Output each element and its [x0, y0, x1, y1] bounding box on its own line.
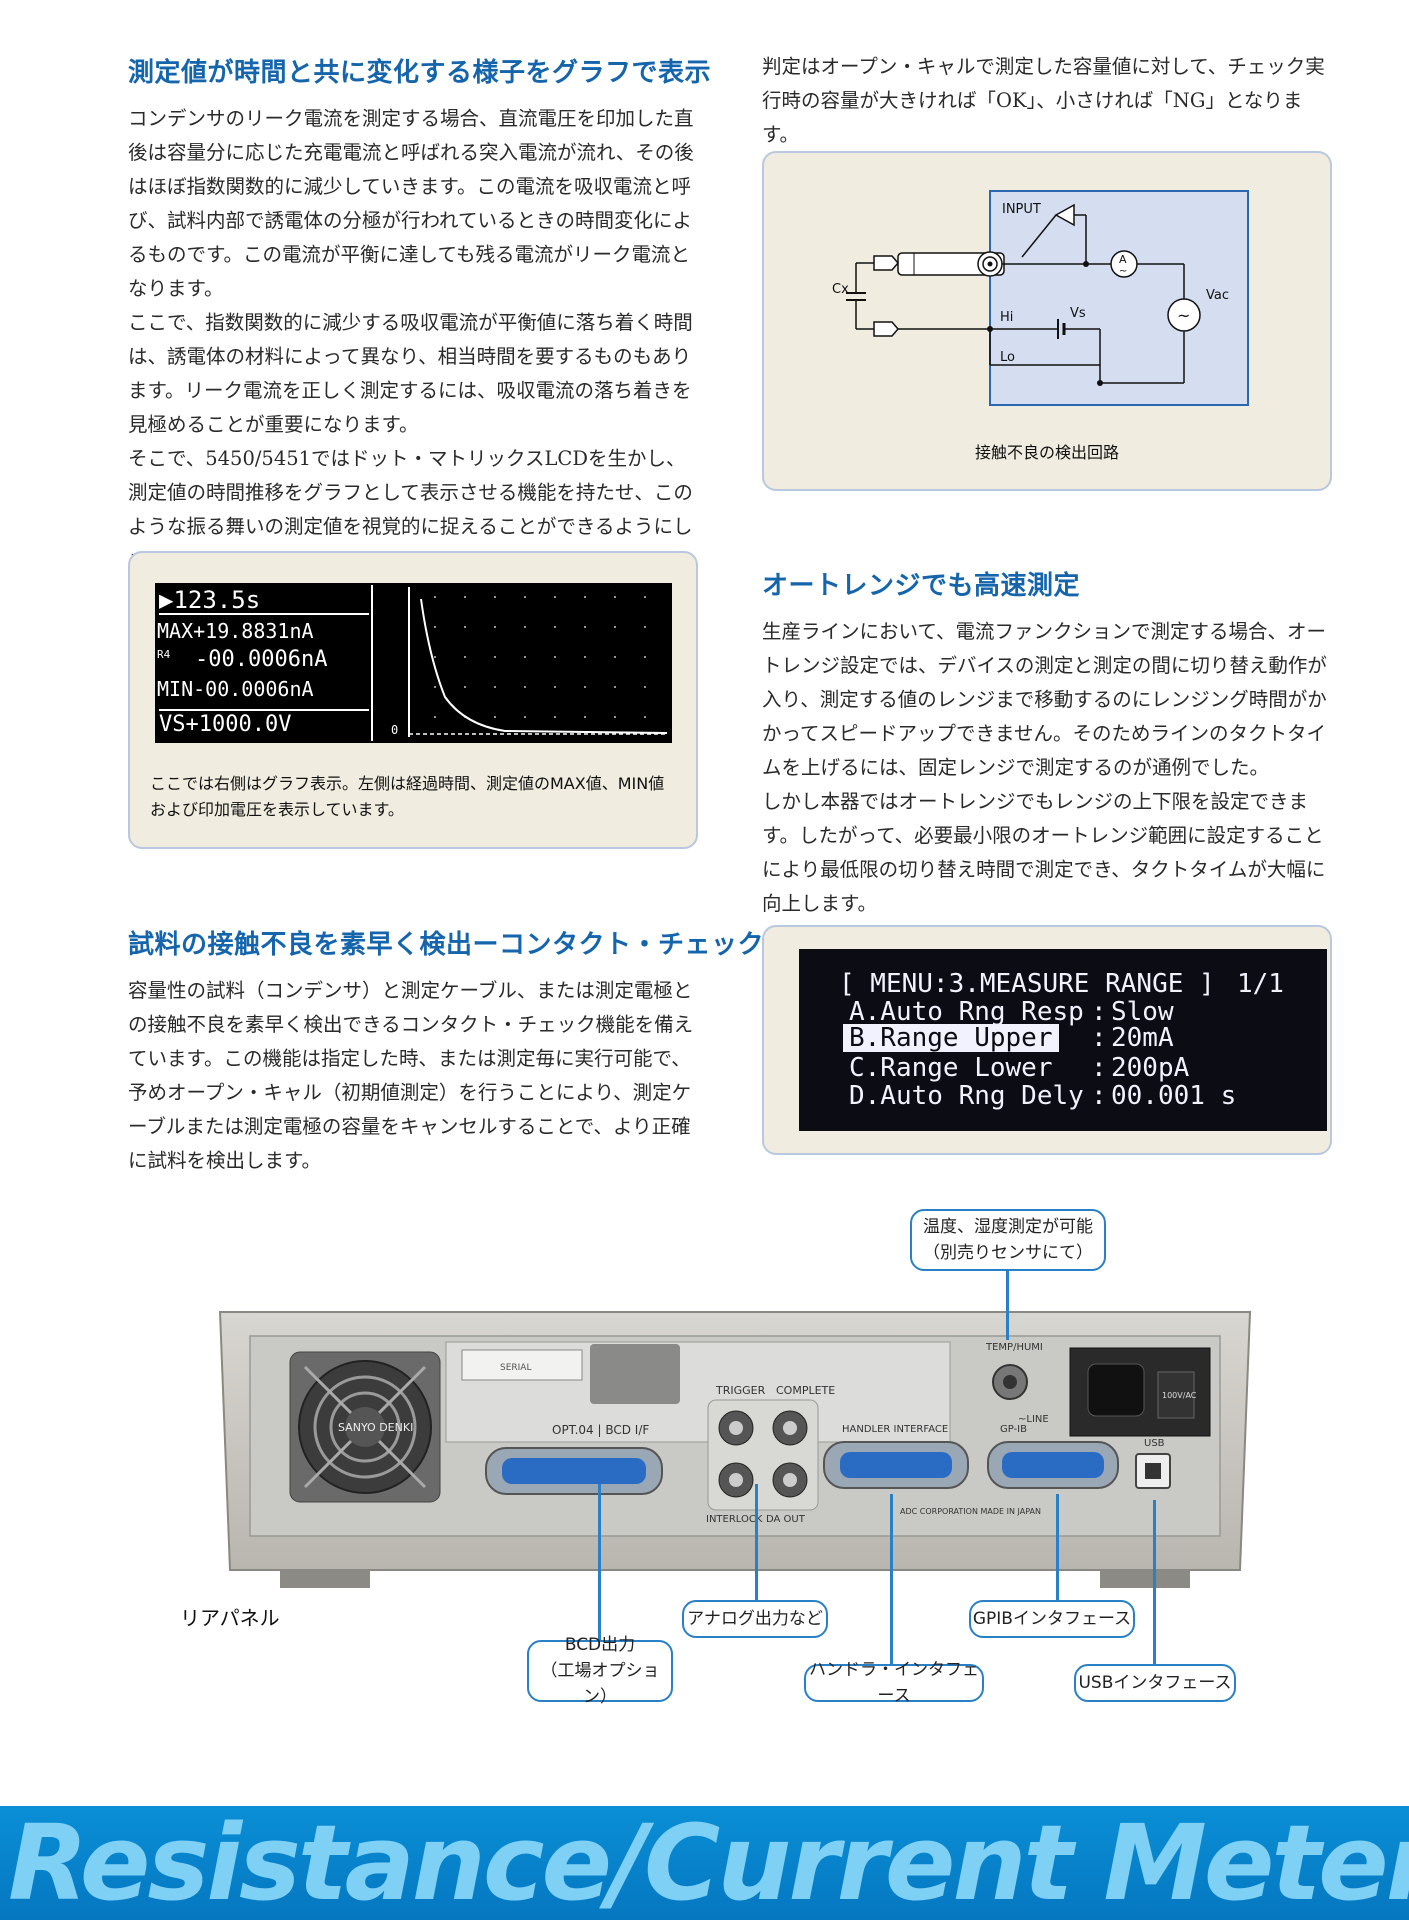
- circuit-cx-label: Cx: [832, 282, 849, 297]
- callout-line-bcd: [598, 1484, 601, 1644]
- banner-title: Resistance/Current Meter: [8, 1806, 1409, 1920]
- lcd-elapsed-time: ▶123.5s: [159, 587, 369, 615]
- callout-bcd-line2: （工場オプション）: [540, 1661, 660, 1707]
- lcd-range-label: R4: [157, 648, 171, 661]
- autorange-paragraph-1: 生産ラインにおいて、電流ファンクションで測定する場合、オートレンジ設定では、デバ…: [762, 620, 1327, 779]
- circuit-caption: 接触不良の検出回路: [974, 443, 1119, 462]
- temp-label: TEMP/HUMI: [985, 1342, 1043, 1353]
- menu-row-auto-rng-dely-value: 00.001 s: [1111, 1081, 1237, 1111]
- autorange-paragraph-2: しかし本器ではオートレンジでもレンジの上下限を設定できます。したがって、必要最小…: [762, 790, 1326, 915]
- svg-text:A: A: [1119, 253, 1127, 266]
- usb-label: USB: [1144, 1438, 1165, 1449]
- menu-row-auto-rng-resp-value: Slow: [1111, 997, 1174, 1027]
- serial-label: SERIAL: [500, 1363, 531, 1373]
- callout-temp-line2: （別売りセンサにて）: [923, 1243, 1093, 1263]
- instrument-box: [989, 190, 1249, 406]
- callout-bcd-line1: BCD出力: [564, 1635, 636, 1655]
- callout-line-analog: [755, 1484, 758, 1608]
- complete-label: COMPLETE: [776, 1384, 835, 1397]
- trigger-label: TRIGGER: [715, 1384, 766, 1397]
- callout-temp-line1: 温度、湿度測定が可能: [923, 1217, 1093, 1237]
- callout-line-temp: [1006, 1268, 1009, 1340]
- lcd-graph-screen: ▶123.5s MAX+19.8831nA R4 -00.0006nA MIN-…: [155, 583, 672, 743]
- menu-row-range-lower-value: 200pA: [1111, 1053, 1190, 1083]
- callout-usb: USBインタフェース: [1074, 1664, 1236, 1702]
- judgement-paragraph: 判定はオープン・キャルで測定した容量値に対して、チェック実行時の容量が大きければ…: [762, 55, 1325, 146]
- handler-label: HANDLER INTERFACE: [842, 1424, 948, 1435]
- lcd-applied-voltage: VS+1000.0V: [159, 709, 369, 739]
- interlock-label: INTERLOCK: [706, 1514, 763, 1525]
- menu-lcd-panel: [ MENU:3.MEASURE RANGE ] 1/1 A.Auto Rng …: [762, 925, 1332, 1155]
- autorange-body: 生産ラインにおいて、電流ファンクションで測定する場合、オートレンジ設定では、デバ…: [762, 615, 1332, 921]
- contact-check-paragraph: 容量性の試料（コンデンサ）と測定ケーブル、または測定電極との接触不良を素早く検出…: [128, 979, 694, 1172]
- heading-contact-check: 試料の接触不良を素早く検出ーコンタクト・チェック機能: [128, 930, 818, 960]
- lcd-min-value: MIN-00.0006nA: [157, 677, 314, 701]
- menu-row-auto-rng-resp-sep: :: [1091, 997, 1107, 1027]
- maker-label: ADC CORPORATION MADE IN JAPAN: [900, 1507, 1041, 1516]
- opt-bcd-label: OPT.04 | BCD I/F: [552, 1423, 649, 1437]
- menu-row-range-upper-sep: :: [1091, 1023, 1107, 1053]
- menu-row-auto-rng-dely-sep: :: [1091, 1081, 1107, 1111]
- heading-graph: 測定値が時間と共に変化する様子をグラフで表示: [128, 58, 712, 88]
- gpib-label: GP-IB: [1000, 1424, 1027, 1435]
- voltage-switch-label: 100V/AC: [1162, 1391, 1197, 1400]
- lcd-max-value: MAX+19.8831nA: [157, 619, 314, 643]
- callout-bcd: BCD出力 （工場オプション）: [527, 1635, 673, 1707]
- callout-handler: ハンドラ・インタフェース: [804, 1660, 984, 1706]
- menu-lcd-title: [ MENU:3.MEASURE RANGE ]: [839, 969, 1215, 999]
- circuit-vac-label: Vac: [1206, 288, 1229, 303]
- lcd-divider: [371, 585, 373, 741]
- lcd-current-value: -00.0006nA: [195, 647, 328, 672]
- probe-hi: [873, 255, 899, 271]
- callout-line-usb: [1153, 1500, 1156, 1666]
- circuit-panel: INPUT A ~ ~ Vac Cx: [762, 151, 1332, 491]
- probe-lo: [873, 321, 899, 337]
- graph-paragraph-1: コンデンサのリーク電流を測定する場合、直流電圧を印加した直後は容量分に応じた充電…: [128, 107, 694, 300]
- contact-check-circuit: INPUT A ~ ~ Vac Cx: [832, 190, 1249, 406]
- heading-autorange: オートレンジでも高速測定: [762, 571, 1081, 601]
- menu-lcd-page: 1/1: [1237, 969, 1284, 999]
- svg-text:~: ~: [1177, 306, 1190, 325]
- lcd-zero-label: 0: [391, 723, 399, 737]
- circuit-lo-label: Lo: [1000, 350, 1015, 365]
- lcd-decay-graph: [408, 587, 668, 737]
- circuit-hi-label: Hi: [1000, 310, 1013, 325]
- lcd-graph-panel: ▶123.5s MAX+19.8831nA R4 -00.0006nA MIN-…: [128, 551, 698, 849]
- callout-gpib: GPIBインタフェース: [969, 1600, 1135, 1638]
- menu-lcd-screen: [ MENU:3.MEASURE RANGE ] 1/1 A.Auto Rng …: [799, 949, 1327, 1131]
- line-label: ~LINE: [1018, 1414, 1049, 1425]
- vent-grille: [590, 1344, 680, 1404]
- graph-paragraph-2: ここで、指数関数的に減少する吸収電流が平衡値に落ち着く時間は、誘電体の材料によっ…: [128, 311, 693, 436]
- lcd-grid-dots: [434, 596, 646, 718]
- rear-panel-title: リアパネル: [180, 1606, 280, 1630]
- callout-analog: アナログ出力など: [682, 1600, 828, 1638]
- fan-brand-text: SANYO DENKI: [338, 1421, 413, 1434]
- callout-temp: 温度、湿度測定が可能 （別売りセンサにて）: [910, 1209, 1106, 1271]
- rear-panel-illustration: SANYO DENKI SERIAL OPT.04 | BCD I/F TRIG…: [218, 1311, 1252, 1588]
- graph-body: コンデンサのリーク電流を測定する場合、直流電圧を印加した直後は容量分に応じた充電…: [128, 102, 696, 578]
- circuit-vs-label: Vs: [1070, 306, 1086, 321]
- menu-row-range-upper-value: 20mA: [1111, 1023, 1174, 1053]
- menu-row-auto-rng-resp-label: A.Auto Rng Resp: [849, 997, 1084, 1027]
- lcd-graph-caption: ここでは右側はグラフ表示。左側は経過時間、測定値のMAX値、MIN値および印加電…: [150, 774, 665, 819]
- menu-row-range-lower-label: C.Range Lower: [849, 1053, 1053, 1083]
- circuit-input-label: INPUT: [1002, 202, 1041, 217]
- product-banner: Resistance/Current Meter: [0, 1806, 1409, 1920]
- callout-line-handler: [890, 1494, 893, 1666]
- daout-label: DA OUT: [766, 1514, 806, 1525]
- svg-text:~: ~: [1119, 266, 1127, 277]
- callout-line-gpib: [1056, 1494, 1059, 1602]
- menu-row-range-lower-sep: :: [1091, 1053, 1107, 1083]
- menu-row-auto-rng-dely-label: D.Auto Rng Dely: [849, 1081, 1084, 1111]
- menu-row-range-upper-label[interactable]: B.Range Upper: [843, 1024, 1059, 1052]
